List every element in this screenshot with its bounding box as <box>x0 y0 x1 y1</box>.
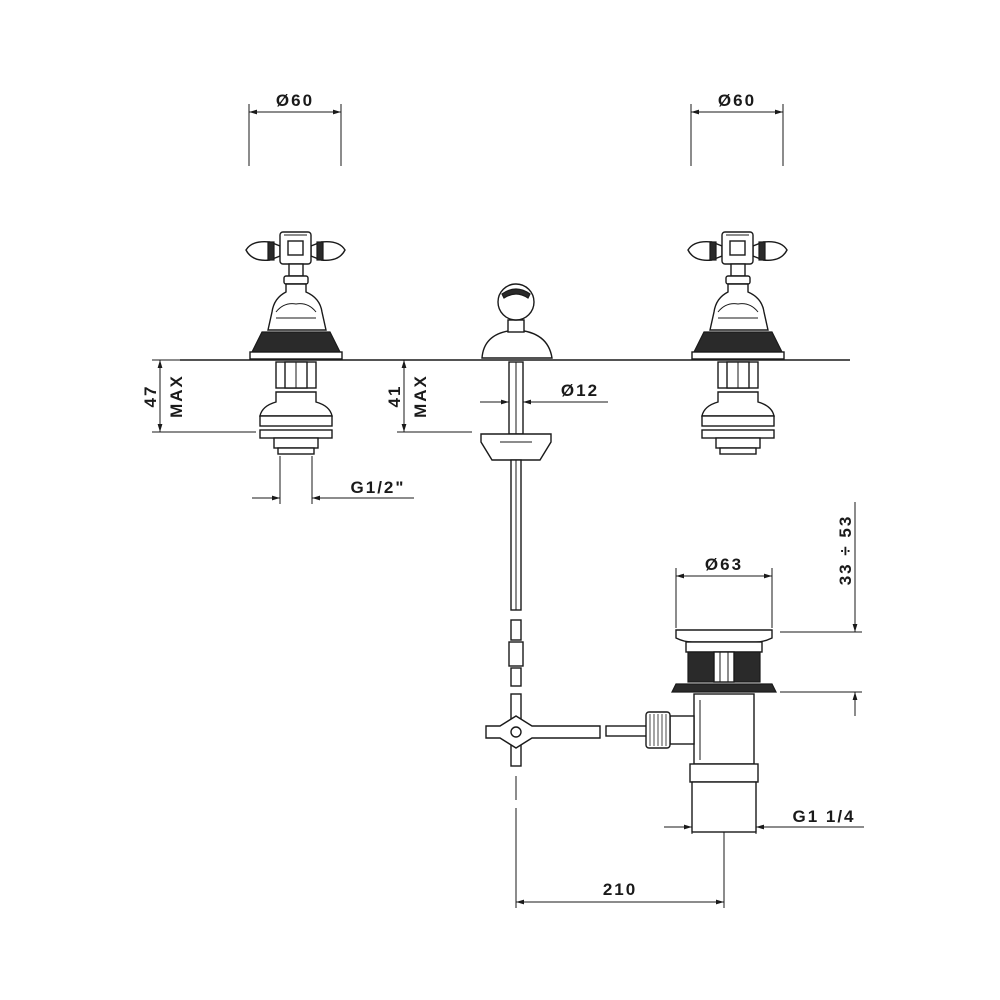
dim-spout-max-depth: 41 MAX <box>385 359 472 433</box>
pop-up-waste <box>645 629 777 908</box>
dim-waste-head-diameter: Ø63 <box>675 555 773 628</box>
left-cross-handle-valve <box>245 231 346 455</box>
right-cross-handle-valve <box>687 231 788 455</box>
dim-text-41-max: MAX <box>411 374 430 418</box>
dim-text-33-53: 33 ÷ 53 <box>836 515 855 586</box>
spout-popup-knob <box>481 283 553 359</box>
dim-text-left-diameter: Ø60 <box>276 91 314 110</box>
dim-text-210: 210 <box>603 880 637 899</box>
dim-text-41: 41 <box>385 385 404 408</box>
dim-spout-to-waste: 210 <box>515 808 724 908</box>
pivot-rod <box>485 715 651 749</box>
dim-waste-thread: G1 1/4 <box>664 790 864 834</box>
dim-text-47-max: MAX <box>167 374 186 418</box>
dim-left-handle-diameter: Ø60 <box>248 91 342 166</box>
dim-right-handle-diameter: Ø60 <box>690 91 784 166</box>
dim-waste-height-range: 33 ÷ 53 <box>780 502 862 716</box>
dim-text-63: Ø63 <box>705 555 743 574</box>
dim-text-47: 47 <box>141 385 160 408</box>
dim-text-g12: G1/2" <box>351 478 406 497</box>
dim-spout-shank-diameter: Ø12 <box>480 381 608 405</box>
dim-text-right-diameter: Ø60 <box>718 91 756 110</box>
dim-text-g114: G1 1/4 <box>792 807 855 826</box>
dim-text-12: Ø12 <box>561 381 599 400</box>
dim-valve-thread: G1/2" <box>252 456 414 504</box>
dim-left-valve-max-depth: 47 MAX <box>141 359 256 433</box>
